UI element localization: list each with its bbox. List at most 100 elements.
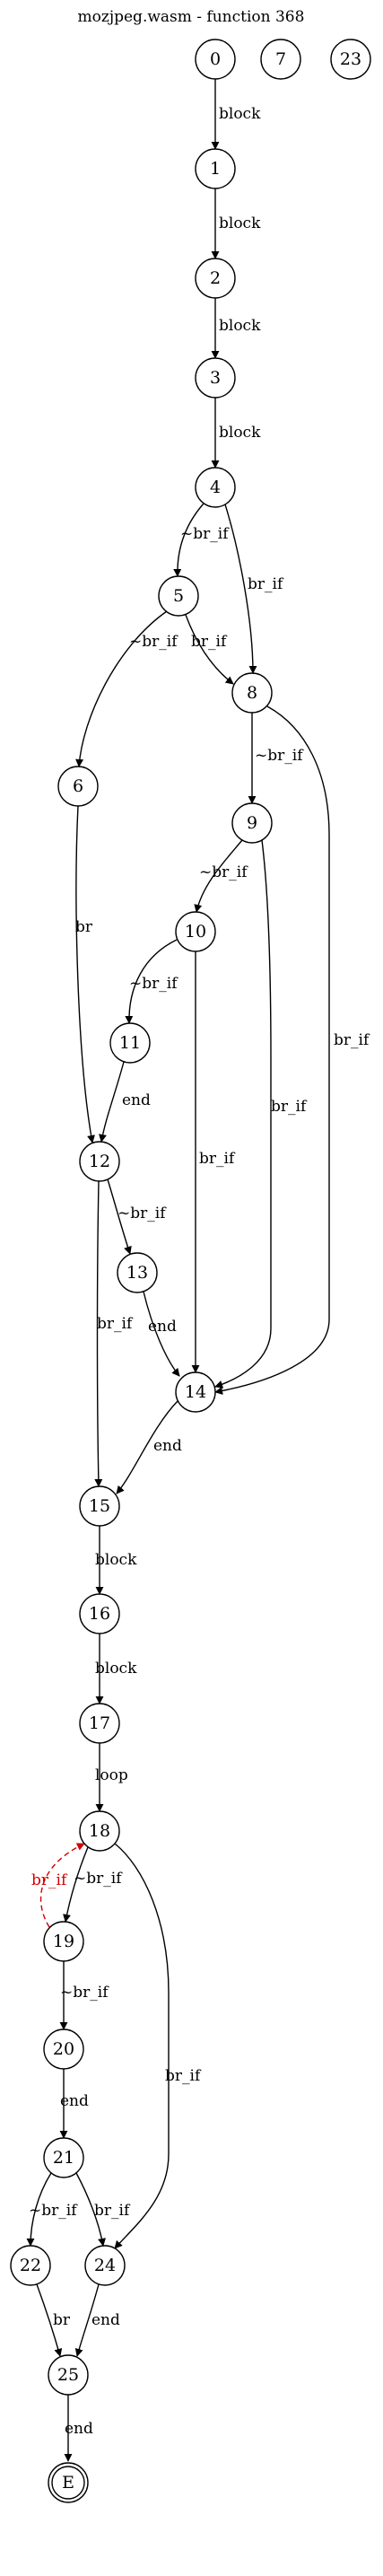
edge-line [99, 1061, 125, 1143]
edge-label: br_if [248, 575, 284, 593]
edge-n11-n12: end [99, 1061, 151, 1143]
edge-n1-n2: block [211, 188, 261, 259]
edge-n24-n25: end [74, 2283, 120, 2357]
node-label: 17 [89, 1713, 110, 1733]
node-label: 3 [210, 368, 221, 388]
node-circle [260, 39, 301, 80]
node-11: 11 [109, 1022, 151, 1064]
node-circle [79, 1141, 120, 1182]
edge-line [39, 1843, 85, 1928]
node-0: 0 [195, 39, 236, 80]
node-label: 25 [57, 2365, 79, 2385]
edge-n21-n24: br_if [75, 2172, 131, 2247]
edge-label: br_if [94, 2202, 131, 2220]
node-6: 6 [57, 766, 99, 807]
edge-line [94, 1180, 103, 1487]
node-circle [43, 1921, 84, 1962]
edge-label: br_if [334, 1031, 370, 1049]
node-circle [231, 802, 273, 844]
node-20: 20 [43, 2028, 84, 2070]
edge-n19-n18: br_if [31, 1843, 85, 1928]
edge-label: block [219, 215, 261, 232]
node-label: 14 [185, 1382, 206, 1402]
edge-label: ~br_if [29, 2202, 78, 2220]
node-21: 21 [43, 2137, 84, 2178]
edge-line [125, 939, 178, 1024]
node-circle [117, 1252, 158, 1293]
node-label: 13 [126, 1263, 148, 1283]
edge-line [185, 614, 234, 685]
node-circle [195, 148, 236, 189]
edge-label: br_if [97, 1315, 134, 1333]
node-16: 16 [79, 1593, 120, 1634]
node-circle [79, 1593, 120, 1634]
edge-line [224, 504, 257, 674]
node-label: 18 [89, 1821, 110, 1841]
edge-n18-n19: ~br_if [63, 1846, 123, 1923]
edge-label: block [219, 317, 261, 335]
edge-n18-n24: br_if [114, 1843, 202, 2249]
edge-label: loop [95, 1766, 128, 1784]
node-4: 4 [195, 467, 236, 508]
node-circle [43, 2028, 84, 2070]
edge-label: br_if [191, 633, 228, 651]
edge-n12-n15: br_if [94, 1180, 134, 1487]
edge-label: br [75, 918, 93, 936]
node-circle [195, 467, 236, 508]
node-label: 23 [340, 49, 361, 69]
node-circle [79, 1485, 120, 1527]
edge-n19-n20: ~br_if [59, 1961, 109, 2030]
node-3: 3 [195, 357, 236, 399]
node-5: 5 [158, 575, 199, 617]
edge-label: br_if [271, 1098, 308, 1116]
edge-label: ~br_if [118, 1205, 167, 1222]
edge-n9-n14: br_if [214, 839, 308, 1389]
edge-label: end [65, 2420, 93, 2438]
edge-n17-n18: loop [95, 1743, 128, 1812]
node-14: 14 [175, 1371, 216, 1413]
node-label: E [62, 2473, 74, 2493]
node-1: 1 [195, 148, 236, 189]
node-9: 9 [231, 802, 273, 844]
edge-n0-n1: block [211, 79, 261, 150]
edge-label: br_if [199, 1150, 236, 1168]
edge-n3-n4: block [211, 398, 261, 469]
node-circle [195, 258, 236, 299]
edge-n12-n13: ~br_if [107, 1178, 167, 1255]
edge-n20-n21: end [59, 2069, 89, 2139]
node-circle [79, 1810, 120, 1852]
edge-line [114, 1843, 170, 2249]
edge-label: end [122, 1091, 151, 1109]
node-label: 21 [53, 2148, 74, 2168]
node-label: 19 [53, 1932, 74, 1951]
node-label: 10 [185, 922, 206, 942]
edge-line [214, 705, 330, 1395]
node-label: 16 [89, 1604, 110, 1624]
node-label: 2 [210, 268, 221, 288]
node-label: 20 [53, 2039, 74, 2059]
node-7: 7 [260, 39, 301, 80]
edge-line [75, 2172, 106, 2247]
edge-n5-n8: br_if [185, 614, 234, 685]
node-label: 8 [247, 683, 257, 703]
edge-label: ~br_if [180, 525, 230, 543]
edge-n22-n25: br [36, 2283, 71, 2357]
node-13: 13 [117, 1252, 158, 1293]
node-circle [10, 2245, 51, 2286]
node-circle [195, 357, 236, 399]
edge-label: ~br_if [255, 747, 304, 765]
node-15: 15 [79, 1485, 120, 1527]
node-label: 1 [210, 159, 221, 179]
terminal-inner-ring [51, 2466, 85, 2500]
node-E: E [48, 2462, 89, 2503]
node-24: 24 [84, 2245, 126, 2286]
node-25: 25 [48, 2354, 89, 2396]
edge-label: ~br_if [129, 633, 178, 651]
edge-n8-n9: ~br_if [248, 713, 304, 804]
edge-line [26, 2172, 52, 2247]
node-circle [109, 1022, 151, 1064]
edge-n9-n10: ~br_if [194, 839, 248, 913]
node-12: 12 [79, 1141, 120, 1182]
node-circle [43, 2137, 84, 2178]
edge-n4-n8: br_if [224, 504, 284, 674]
